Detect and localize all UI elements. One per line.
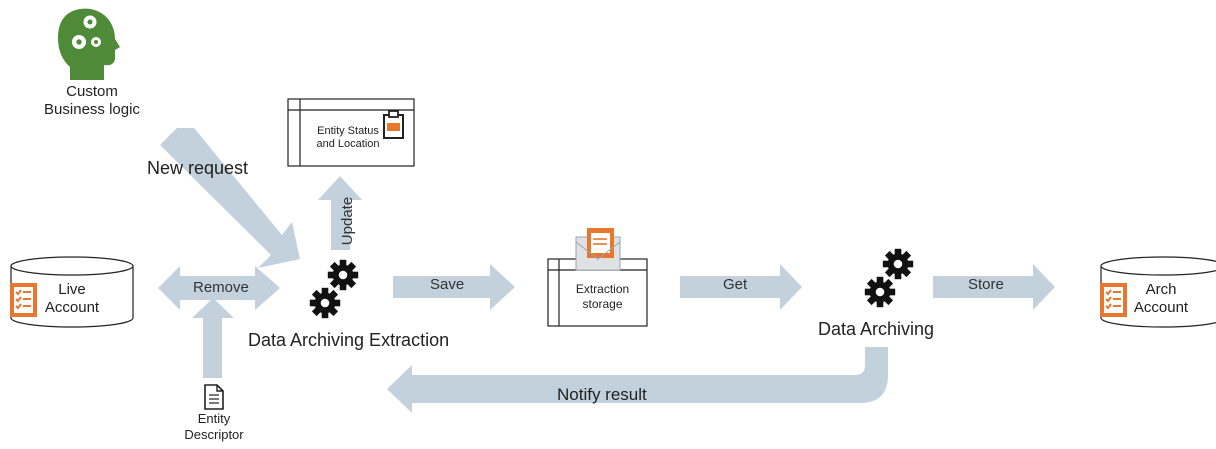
checklist-icon (1100, 283, 1127, 317)
data-archiving-label: Data Archiving (818, 319, 935, 339)
update-label: Update (339, 196, 357, 246)
head-gears-icon (58, 8, 120, 81)
gears-icon (309, 259, 359, 319)
store-label: Store (968, 276, 1004, 293)
save-arrow (393, 264, 515, 310)
extraction-storage-box (547, 258, 648, 327)
checklist-icon (10, 283, 37, 317)
entity-status-label: Entity Status and Location (316, 125, 380, 150)
save-label: Save (430, 276, 465, 293)
extraction-label: Data Archiving Extraction (248, 330, 450, 350)
get-arrow (680, 264, 802, 310)
document-icon (204, 384, 224, 410)
envelope-icon (575, 228, 621, 271)
arch-account-label: Arch Account (1133, 281, 1189, 316)
store-arrow (933, 264, 1055, 310)
entity-descriptor-label: Entity Descriptor (184, 411, 244, 442)
live-account-db (10, 256, 134, 328)
notify-result-label: Notify result (557, 385, 647, 404)
notify-result-arrow (387, 347, 888, 413)
new-request-arrow (160, 128, 300, 268)
new-request-label: New request (147, 158, 249, 178)
clipboard-icon (383, 110, 404, 139)
custom-logic-label: Custom Business logic (44, 83, 140, 118)
descriptor-up-arrow (192, 298, 234, 378)
remove-label: Remove (193, 279, 249, 296)
arch-account-db (1100, 256, 1216, 328)
remove-arrow (158, 266, 280, 310)
get-label: Get (723, 276, 748, 293)
update-arrow (318, 176, 362, 250)
extraction-storage-label: Extraction storage (575, 282, 630, 311)
gears-icon (864, 248, 914, 308)
live-account-label: Live Account (44, 281, 100, 316)
